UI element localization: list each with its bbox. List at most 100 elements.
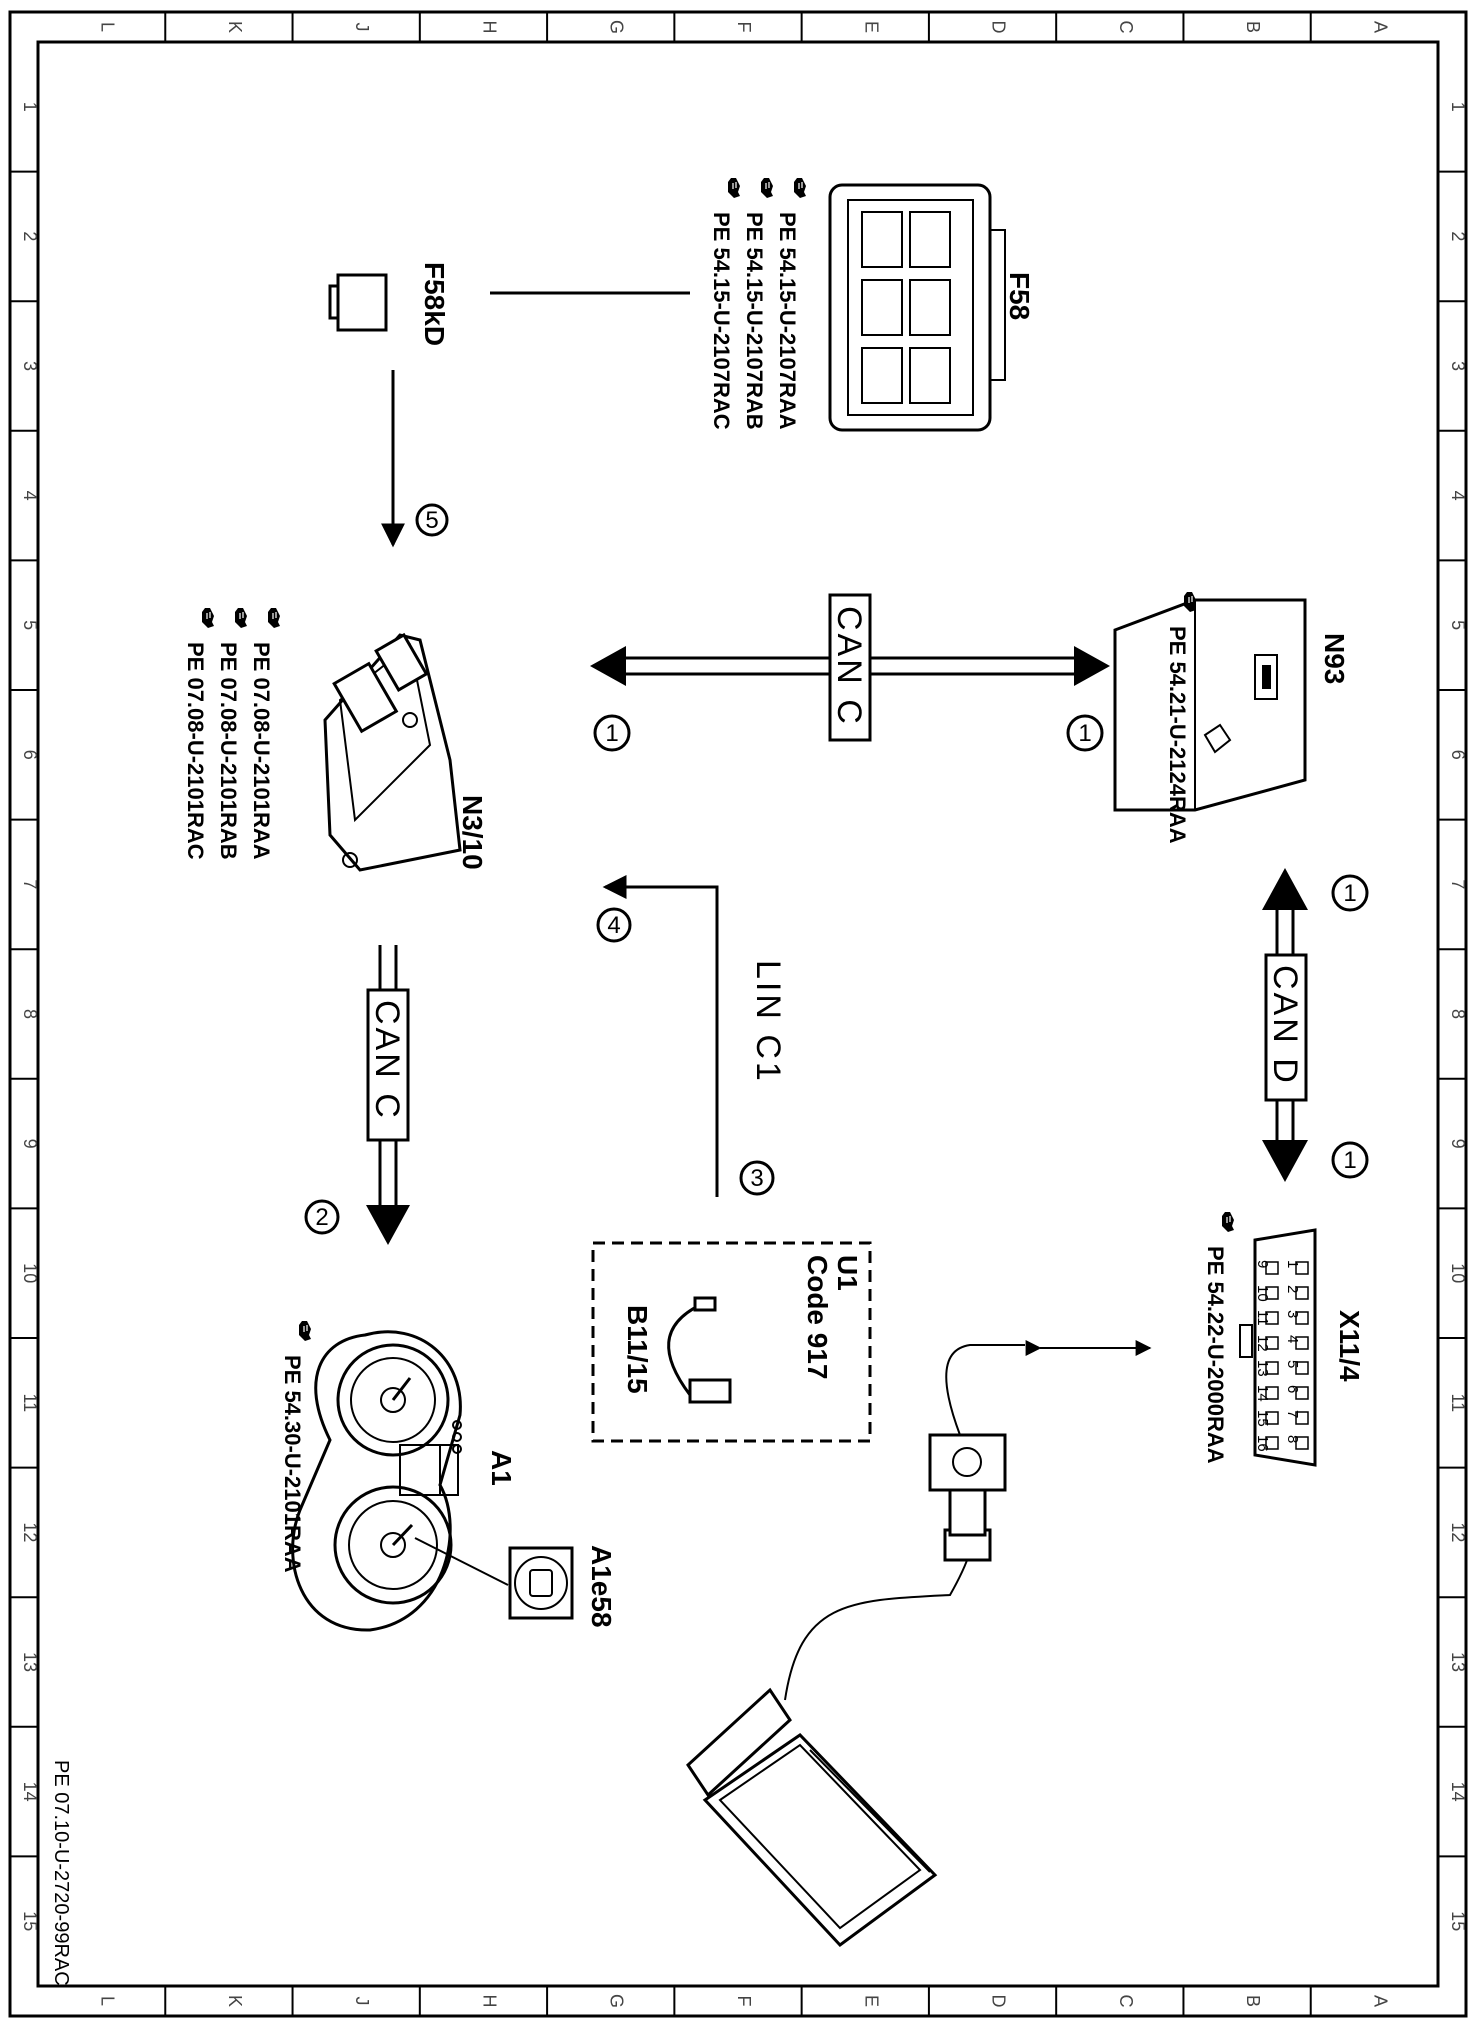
marker-1-right: 1 [1066, 714, 1104, 752]
grid-label: L [98, 22, 118, 32]
marker-4: 4 [596, 907, 632, 943]
grid-label: 6 [1448, 750, 1468, 760]
grid-label: 15 [20, 1911, 40, 1931]
can-d-bus [1262, 868, 1308, 1182]
f58-ref-3: PE 54.15-U-2107RAC [709, 212, 734, 430]
obd-pin [1295, 1261, 1309, 1275]
grid-label: B [1243, 1995, 1263, 2007]
svg-text:3: 3 [750, 1165, 763, 1192]
adapter-link-cable [945, 1344, 1025, 1436]
grid-label: B [1243, 21, 1263, 33]
grid-label: 6 [20, 750, 40, 760]
n3-10-label: N3/10 [457, 795, 488, 870]
can-c-vertical-label: CAN C [368, 1000, 406, 1121]
grid-label: 7 [1448, 879, 1468, 889]
lin-c1-label: LIN C1 [749, 960, 787, 1084]
n3-10-ref-1: PE 07.08-U-2101RAA [249, 642, 274, 860]
svg-text:1: 1 [1078, 720, 1091, 747]
obd-pin [1295, 1411, 1309, 1425]
obd-pin-label: 1 [1284, 1260, 1301, 1268]
obd-pin [1295, 1361, 1309, 1375]
grid-label: E [861, 21, 881, 33]
grid-label: H [479, 21, 499, 34]
obd-pin [1265, 1336, 1279, 1350]
grid-label: E [861, 1995, 881, 2007]
obd-pin-label: 8 [1284, 1435, 1301, 1443]
a1e58-label: A1e58 [586, 1545, 617, 1628]
grid-label: 2 [20, 231, 40, 241]
grid-label: 8 [20, 1009, 40, 1019]
obd-pin [1265, 1286, 1279, 1300]
grid-label: K [225, 21, 245, 33]
laptop-icon [686, 1687, 938, 1948]
grid-label: 11 [20, 1393, 40, 1412]
svg-text:1: 1 [1343, 880, 1356, 907]
obd-pin-label: 16 [1254, 1435, 1271, 1452]
obd-pin-label: 9 [1254, 1260, 1271, 1268]
grid-label: 9 [1448, 1139, 1468, 1149]
grid-label: 4 [20, 491, 40, 501]
obd-pin [1295, 1311, 1309, 1325]
obd-pin [1295, 1386, 1309, 1400]
can-d-label: CAN D [1266, 965, 1304, 1086]
obd-pin [1295, 1336, 1309, 1350]
n93-ref-1: PE 54.21-U-2124RAA [1165, 626, 1190, 844]
obd-pin-label: 11 [1254, 1310, 1271, 1326]
grid-label: G [607, 20, 627, 34]
a1-label: A1 [486, 1450, 517, 1486]
obd-pin-label: 2 [1284, 1285, 1301, 1293]
grid-label: A [1370, 1995, 1390, 2007]
obd-pin [1265, 1361, 1279, 1375]
marker-1-left: 1 [593, 714, 631, 752]
grid-label: 13 [20, 1652, 40, 1672]
marker-2: 2 [304, 1199, 340, 1235]
grid-label: C [1116, 21, 1136, 34]
grid-label: 12 [20, 1522, 40, 1542]
frame [8, 10, 1468, 2018]
x11-4-label: X11/4 [1334, 1310, 1365, 1382]
n3-10-refs: PE 07.08-U-2101RAA PE 07.08-U-2101RAB PE… [183, 607, 281, 860]
svg-text:2: 2 [315, 1204, 328, 1231]
can-c-vertical-bus [366, 945, 410, 1245]
grid-label: C [1116, 1995, 1136, 2008]
n3-10-ref-2: PE 07.08-U-2101RAB [216, 642, 241, 860]
grid-label: 4 [1448, 491, 1468, 501]
grid-label: 10 [1448, 1263, 1468, 1283]
u1-code: Code 917 [802, 1255, 833, 1380]
grid-label: 5 [20, 620, 40, 630]
a1-ref-1: PE 54.30-U-2101RAA [280, 1355, 305, 1573]
grid-label: 9 [20, 1139, 40, 1149]
u1-box [591, 1241, 872, 1443]
obd-connector-icon [1239, 1228, 1317, 1467]
n3-10-ref-3: PE 07.08-U-2101RAC [183, 642, 208, 860]
obd-pin-label: 10 [1254, 1285, 1271, 1302]
obd-pin-label: 4 [1284, 1335, 1301, 1343]
obd-pin [1295, 1436, 1309, 1450]
obd-pin-label: 13 [1254, 1360, 1271, 1377]
grid-label: K [225, 1995, 245, 2007]
obd-pin-label: 3 [1284, 1310, 1301, 1318]
svg-text:5: 5 [425, 507, 438, 534]
marker-5: 5 [415, 503, 449, 537]
can-c-horizontal-bus [590, 593, 1110, 742]
grid-label: 5 [1448, 620, 1468, 630]
marker-1-top: 1 [1331, 874, 1369, 912]
obd-pin-label: 14 [1254, 1385, 1271, 1402]
grid-label: J [352, 23, 372, 32]
x11-4-ref-1: PE 54.22-U-2000RAA [1203, 1246, 1228, 1464]
grid-label: 10 [20, 1263, 40, 1283]
grid-ticks [10, 12, 1466, 2016]
n93-label: N93 [1319, 633, 1350, 684]
fuse-box-icon [828, 183, 1006, 432]
grid-label: D [989, 21, 1009, 34]
obd-pin-label: 7 [1284, 1410, 1301, 1418]
grid-label: 1 [20, 102, 40, 112]
document-id: PE 07.10-U-2720-99RAC [50, 1760, 72, 1986]
f58-label: F58 [1004, 272, 1035, 320]
f58-ref-2: PE 54.15-U-2107RAB [742, 212, 767, 430]
grid-label: 3 [20, 361, 40, 371]
obd-pin [1265, 1386, 1279, 1400]
